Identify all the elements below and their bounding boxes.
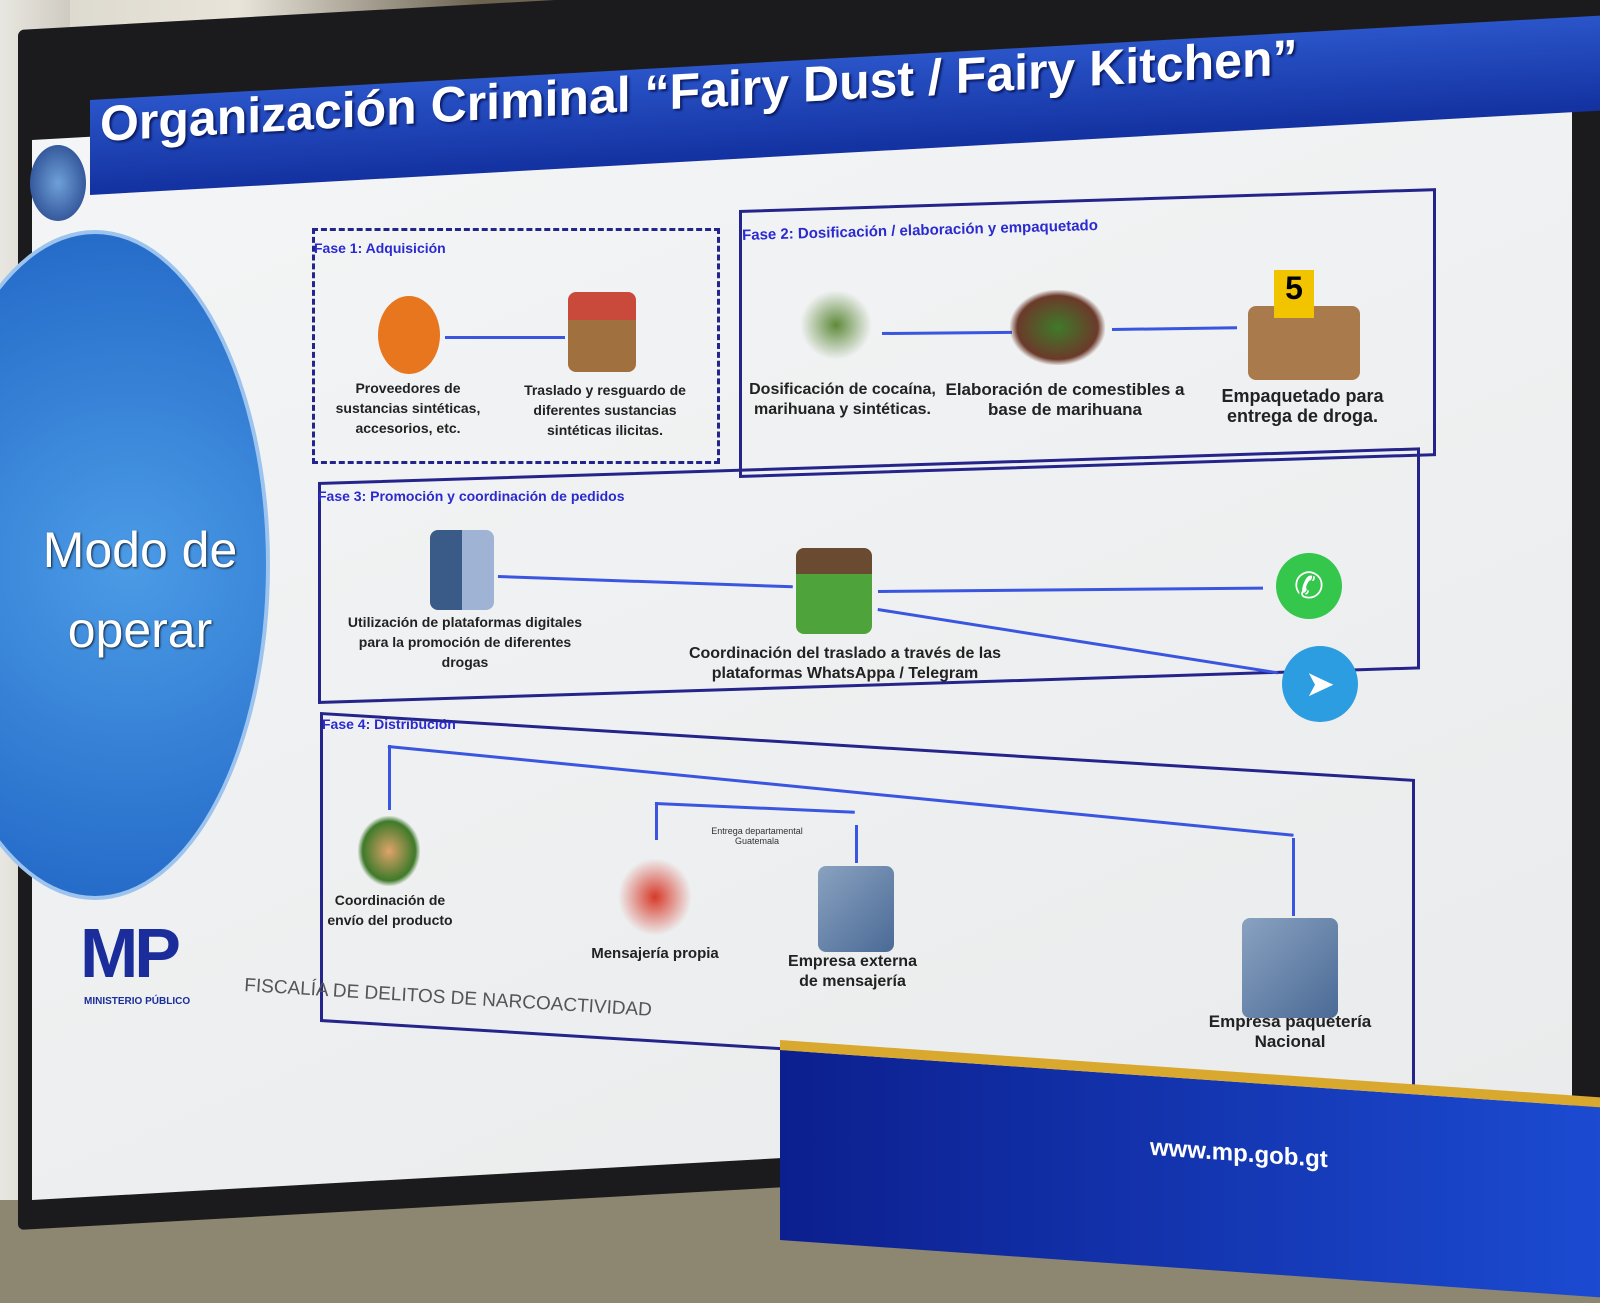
side-label: Modo de operar	[42, 522, 238, 658]
phase1-box	[312, 228, 720, 464]
drugs-syringe-icon	[800, 290, 872, 360]
phase4-title: Fase 4: Distribución	[322, 716, 456, 732]
phase2-item: Elaboración de comestibles a base de mar…	[945, 380, 1185, 419]
mp-logo-subtitle: MINISTERIO PÚBLICO	[84, 996, 191, 1007]
arrow	[655, 802, 658, 840]
seal-icon	[30, 145, 86, 221]
phase2-item: Dosificación de cocaína, marihuana y sin…	[749, 381, 936, 418]
phase1-item: Traslado y resguardo de diferentes susta…	[524, 382, 686, 438]
phase1-title: Fase 1: Adquisición	[314, 240, 446, 256]
computer-icon	[430, 530, 494, 610]
delivery-note: Entrega departamental Guatemala	[711, 826, 803, 846]
evidence-marker: 5	[1274, 270, 1314, 318]
phase3-title: Fase 3: Promoción y coordinación de pedi…	[318, 488, 625, 504]
people-icon	[378, 296, 440, 374]
motorcycle-icon	[618, 858, 692, 936]
arrow	[445, 336, 565, 339]
connector-line	[388, 745, 391, 810]
person-phone-icon	[796, 548, 872, 634]
handshake-icon	[358, 816, 420, 886]
telegram-icon: ➤	[1282, 646, 1358, 722]
building-icon	[818, 866, 894, 952]
warehouse-icon	[568, 292, 636, 372]
mp-logo: MP	[80, 914, 181, 992]
phase3-item: Coordinación del traslado a través de la…	[688, 645, 1002, 682]
side-circle	[0, 230, 270, 900]
phase4-item: Empresa externa de mensajería	[788, 953, 917, 990]
arrow	[855, 825, 858, 863]
phase4-item: Coordinación de envío del producto	[327, 892, 453, 928]
phase4-item: Mensajería propia	[591, 945, 719, 962]
phase3-item: Utilización de plataformas digitales par…	[347, 614, 583, 670]
building-icon	[1242, 918, 1338, 1018]
phase1-item: Proveedores de sustancias sintéticas, ac…	[335, 380, 481, 436]
phase4-item: Empresa paquetería Nacional	[1208, 1012, 1372, 1051]
arrow	[1292, 838, 1295, 916]
package-icon	[1248, 306, 1360, 380]
edibles-icon	[1010, 290, 1105, 365]
phase2-item: Empaquetado para entrega de droga.	[1221, 386, 1384, 426]
whatsapp-icon: ✆	[1276, 553, 1342, 619]
